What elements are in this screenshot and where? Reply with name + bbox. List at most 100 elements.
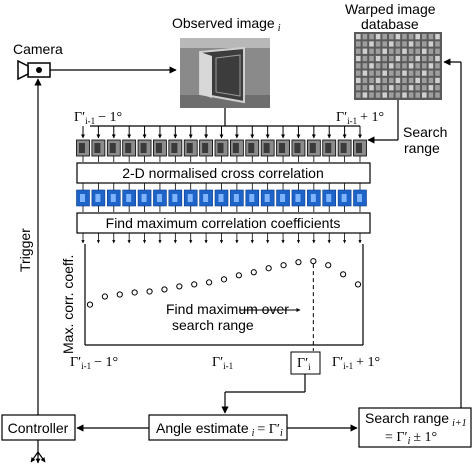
correlation-map [91,189,106,207]
data-point [310,258,317,265]
warped-image-thumb [395,92,401,98]
warped-image-thumb [415,34,420,40]
warped-image-thumb [375,63,381,69]
warped-image-thumb [356,92,361,98]
correlation-map [260,189,275,207]
warped-image-thumb [435,70,440,76]
x-label-peak: Γ′i [297,356,311,372]
observed-image [180,38,270,108]
warped-image-thumb [382,85,387,91]
warped-image-thumb [435,48,440,54]
search-range-label-line1: Search [403,124,447,140]
warped-image-thumb [408,77,414,84]
warped-image-frame [168,139,183,157]
warped-image-frame [229,139,244,157]
warped-image-thumb [422,41,427,47]
warped-image-thumb [435,34,440,40]
warped-image-filmstrip [76,126,367,162]
warped-image-thumb [435,63,440,69]
warped-image-frame [306,139,321,157]
correlation-map [153,189,167,207]
find-max-coeffs-box [76,212,371,234]
warped-image-thumb [408,55,414,62]
trigger-label: Trigger [17,228,33,272]
warped-image-frame [276,139,290,157]
warped-image-thumb [375,48,381,54]
warped-image-thumb [428,92,434,98]
warped-image-thumb [428,55,434,62]
warped-image-thumb [395,55,401,62]
warped-image-thumb [389,70,394,76]
warped-image-thumb [375,85,381,91]
data-point [116,291,123,298]
warped-image-thumb [375,77,381,84]
warped-image-thumb [369,85,374,91]
correlation-map [122,189,136,207]
warped-image-thumb [389,92,394,98]
warped-image-thumb [428,41,434,47]
warped-image-thumb [382,55,387,62]
camera-label: Camera [13,41,63,57]
correlation-map [199,189,213,207]
warped-image-thumb [422,70,427,76]
warped-image-thumb [395,41,401,47]
warped-image-thumb [356,55,361,62]
warped-image-thumb [395,34,401,40]
warped-image-thumb [422,77,427,84]
warped-image-thumb [375,92,381,98]
warped-image-thumb [389,85,394,91]
warped-image-thumb [389,77,394,84]
warped-image-thumb [435,41,440,47]
data-point [354,281,362,288]
correlation-map [137,189,152,207]
warped-image-thumb [362,63,368,69]
data-point [191,281,198,288]
correlation-map-strip [76,183,367,212]
warped-image-thumb [395,63,401,69]
controller-label: Controller [8,420,69,436]
data-point [295,259,302,266]
cross-correlation-label: 2-D normalised cross correlation [122,165,324,181]
warped-image-thumb [402,63,407,69]
warped-image-thumb [375,55,381,62]
correlation-map [168,189,183,207]
range-start-label: Γ′i-1− 1° [74,110,122,126]
warped-image-thumb [369,55,374,62]
warped-image-frame [214,139,229,157]
warped-image-thumb [402,92,407,98]
warped-image-thumb [415,48,420,54]
warped-image-thumb [422,63,427,69]
warped-image-thumb [408,34,414,40]
correlation-map [337,189,352,207]
warped-image-thumb [362,77,368,84]
find-max-coeffs-label: Find maximum correlation coefficients [106,215,341,231]
data-point [86,301,94,308]
find-max-over-label-line1: Find maximum over [166,301,289,317]
warped-image-thumb [408,41,414,47]
warped-image-thumb [389,34,394,40]
warped-image-thumb [428,70,434,76]
warped-image-thumb [402,70,407,76]
data-point [235,272,242,279]
warped-image-thumb [389,41,394,47]
warped-image-thumb [382,77,387,84]
warped-image-thumb [382,70,387,76]
warped-image-thumb [375,70,381,76]
warped-image-thumb [356,41,361,47]
search-range-label-line2: range [404,140,440,156]
search-range-box-line2: = Γ′i± 1° [385,430,437,447]
warped-image-thumb [428,34,434,40]
warped-image-thumb [395,85,401,91]
warped-image-thumb [435,77,440,84]
warped-image-thumb [402,55,407,62]
warped-image-thumb [428,48,434,54]
warped-image-thumb [362,34,368,40]
warped-image-thumb [402,48,407,54]
warped-image-thumb [382,34,387,40]
warped-image-thumb [375,41,381,47]
x-label-start: Γ′i-1− 1° [70,355,118,371]
warped-image-thumb [435,92,440,98]
warped-image-thumb [369,70,374,76]
warped-image-thumb [422,55,427,62]
